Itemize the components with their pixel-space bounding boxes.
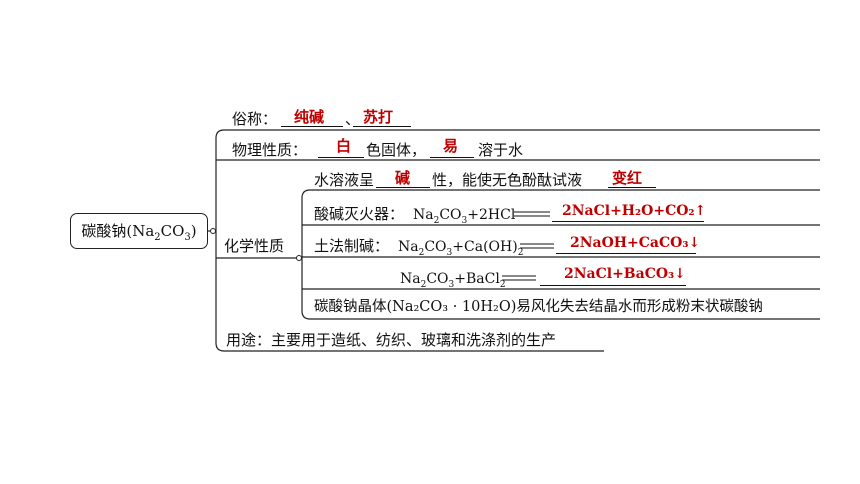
collapse-knob-root[interactable] <box>210 228 216 234</box>
blank-underline <box>552 221 704 222</box>
chem-item-2-prefix: 酸碱灭火器： <box>314 205 405 223</box>
blank-underline <box>556 253 696 254</box>
equals-sign <box>514 211 550 217</box>
root-label: 碳酸钠(Na2CO3) <box>81 221 197 243</box>
collapse-knob-chem[interactable] <box>296 255 302 261</box>
answer-equation-2: 2NaOH+CaCO₃↓ <box>570 235 701 251</box>
blank-underline <box>353 126 411 127</box>
blank-underline <box>318 157 364 158</box>
answer-soda-ash: 纯碱 <box>294 108 325 126</box>
uses-text: 用途：主要用于造纸、纺织、玻璃和洗涤剂的生产 <box>226 331 557 349</box>
blank-underline <box>608 187 656 188</box>
answer-easily: 易 <box>443 137 459 155</box>
equation-2-reactants: Na2CO3+Ca(OH)2 <box>398 239 524 258</box>
blank-underline <box>376 187 430 188</box>
common-name-prefix: 俗称： <box>232 110 278 128</box>
chem-item-5-text: 碳酸钠晶体(Na₂CO₃ · 10H₂O)易风化失去结晶水而形成粉末状碳酸钠 <box>314 299 763 315</box>
physical-mid: 色固体， <box>366 141 427 159</box>
root-node: 碳酸钠(Na2CO3) <box>70 213 208 249</box>
answer-alkaline: 碱 <box>395 169 411 187</box>
blank-underline <box>430 157 474 158</box>
equation-1-reactants: Na2CO3+2HCl <box>413 207 516 226</box>
answer-soda: 苏打 <box>363 108 394 126</box>
chem-item-3-prefix: 土法制碱： <box>314 237 390 255</box>
chemical-label: 化学性质 <box>224 237 285 255</box>
blank-underline <box>540 285 686 286</box>
equals-sign <box>502 275 536 281</box>
separator: 、 <box>345 110 361 128</box>
physical-prefix: 物理性质： <box>232 141 308 159</box>
answer-equation-1: 2NaCl+H₂O+CO₂↑ <box>562 203 707 219</box>
common-name-row: 俗称： <box>232 110 277 128</box>
blank-underline <box>281 126 343 127</box>
answer-white: 白 <box>336 137 352 155</box>
equals-sign <box>520 243 554 249</box>
answer-turns-red: 变红 <box>612 169 643 187</box>
equation-3-reactants: Na2CO3+BaCl2 <box>400 271 506 290</box>
physical-suffix: 溶于水 <box>478 141 524 159</box>
chem-item-1-mid: 性，能使无色酚酞试液 <box>432 171 583 189</box>
chem-item-1-prefix: 水溶液呈 <box>314 171 375 189</box>
answer-equation-3: 2NaCl+BaCO₃↓ <box>564 266 686 282</box>
